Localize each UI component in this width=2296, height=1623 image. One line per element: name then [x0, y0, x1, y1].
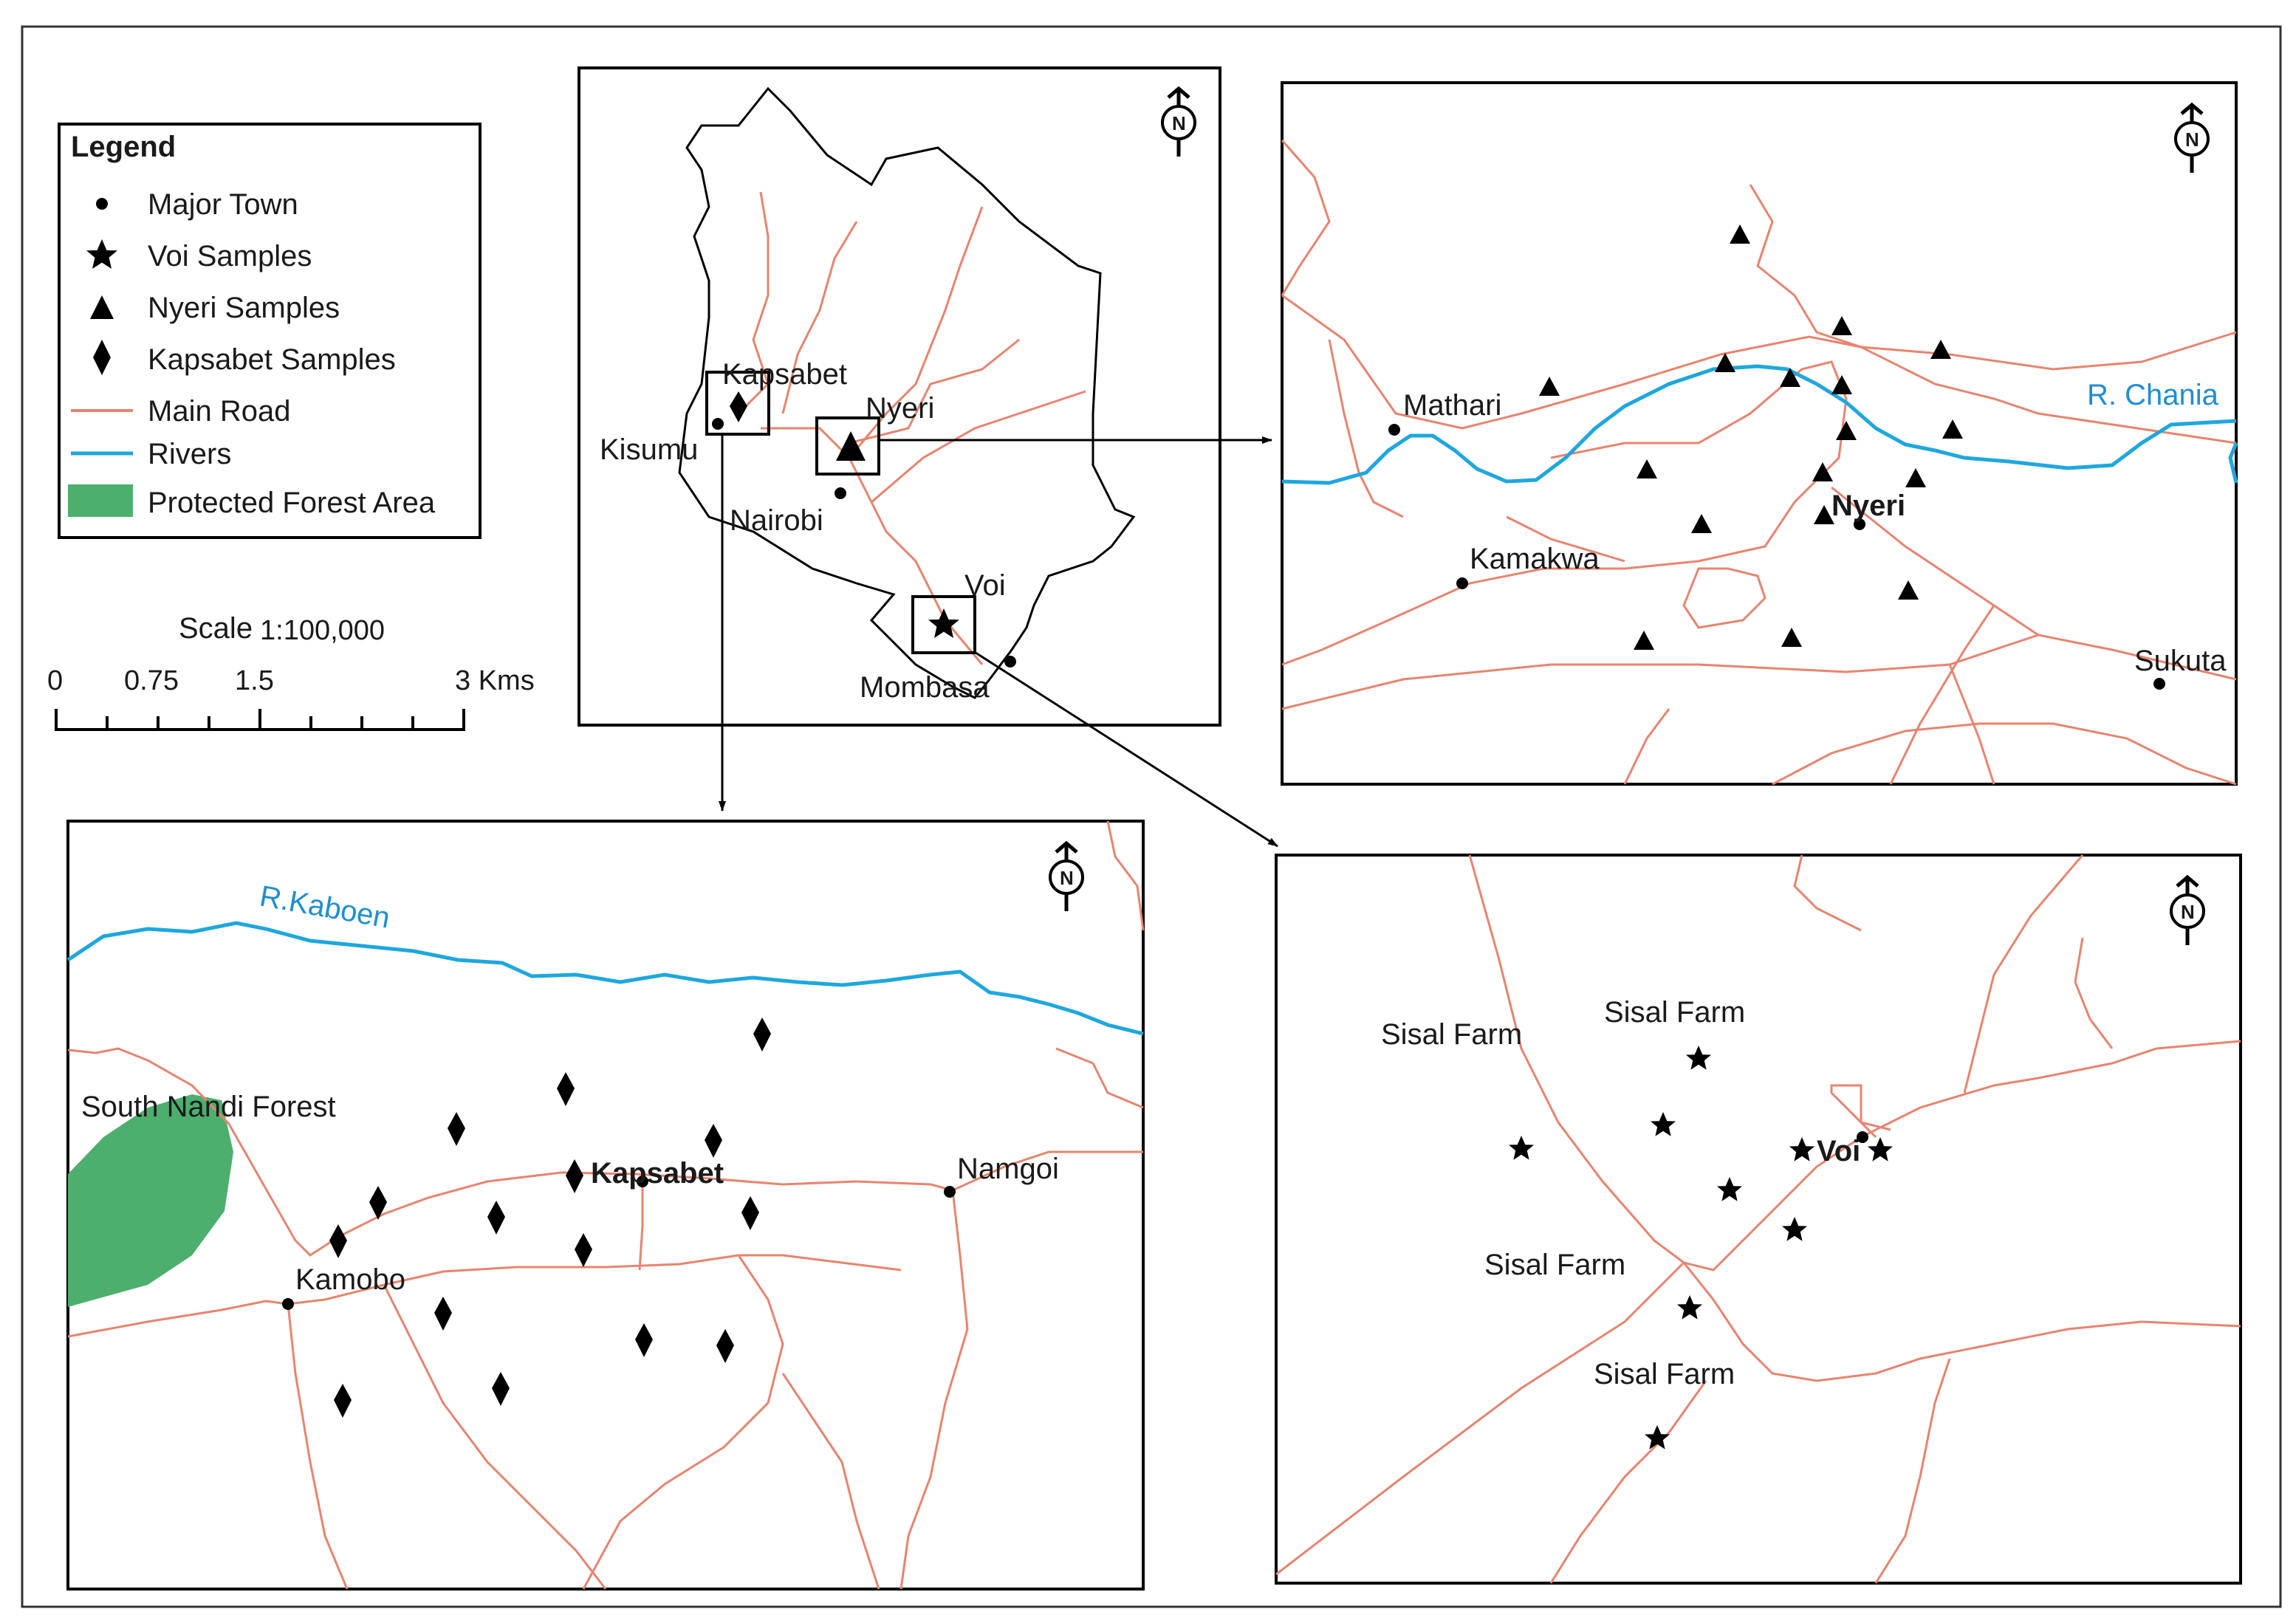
- voi-label-sisal-farm-2: Sisal Farm: [1604, 996, 1745, 1029]
- river-chania: [1281, 364, 2237, 485]
- kapsabet-panel: Kapsabet Namgoi Kamobo South Nandi Fores…: [66, 820, 1145, 1591]
- kapsabet-label-kapsabet: Kapsabet: [591, 1157, 724, 1190]
- river-kaboen: [66, 921, 1144, 1036]
- nyeri-river-label: R. Chania: [2087, 379, 2219, 411]
- scale-tick-0: 0: [47, 665, 63, 696]
- north-label-kapsabet: N: [1060, 867, 1074, 889]
- nyeri-panel: Mathari Kamakwa Nyeri Sukuta R. Chania: [1281, 81, 2238, 786]
- overview-label-kapsabet: Kapsabet: [722, 358, 847, 391]
- legend-item-kapsabet-samples: Kapsabet Samples: [148, 343, 396, 376]
- forest-patch: [68, 1094, 233, 1307]
- legend-item-voi-samples: Voi Samples: [148, 240, 312, 272]
- overview-map: Kapsabet Kisumu Nyeri Nairobi Voi Mombas…: [578, 66, 1221, 727]
- kenya-outline: [678, 86, 1136, 699]
- legend-item-protected-forest: Protected Forest Area: [148, 487, 436, 519]
- kapsabet-label-kamobo: Kamobo: [295, 1263, 405, 1296]
- kapsabet-samples: [329, 1018, 771, 1418]
- north-label-nyeri: N: [2185, 128, 2199, 151]
- scale-bar: Scale 1:100,000 0 0.75 1.5 3 Kms: [47, 612, 535, 731]
- voi-label-sisal-farm-1: Sisal Farm: [1381, 1018, 1522, 1051]
- nyeri-label-nyeri: Nyeri: [1831, 490, 1905, 522]
- diamond-icon: [93, 340, 111, 375]
- north-label-voi: N: [2181, 901, 2195, 923]
- voi-panel: Sisal Farm Sisal Farm Sisal Farm Sisal F…: [1275, 854, 2242, 1585]
- scale-tick-15: 1.5: [235, 665, 274, 696]
- triangle-icon: [90, 295, 114, 319]
- nyeri-label-kamakwa: Kamakwa: [1470, 543, 1600, 575]
- scale-tick-3: 3 Kms: [455, 665, 535, 696]
- scale-ratio: 1:100,000: [260, 615, 385, 646]
- overview-label-nyeri: Nyeri: [866, 392, 934, 425]
- legend-item-main-road: Main Road: [148, 395, 290, 428]
- scale-tick-075: 0.75: [124, 665, 179, 696]
- legend: Legend Major Town Voi Samples Nyeri Samp…: [58, 123, 482, 539]
- north-label-overview: N: [1172, 112, 1186, 134]
- legend-item-rivers: Rivers: [148, 438, 231, 470]
- scale-title: Scale: [179, 612, 253, 645]
- overview-label-kisumu: Kisumu: [600, 433, 698, 466]
- forest-patch-icon: [68, 484, 133, 517]
- overview-label-mombasa: Mombasa: [860, 671, 990, 704]
- voi-label-sisal-farm-3: Sisal Farm: [1484, 1249, 1625, 1281]
- overview-label-voi: Voi: [964, 569, 1006, 602]
- overview-label-nairobi: Nairobi: [730, 504, 823, 537]
- legend-item-nyeri-samples: Nyeri Samples: [148, 292, 340, 324]
- nyeri-label-mathari: Mathari: [1403, 389, 1501, 422]
- nyeri-label-sukuta: Sukuta: [2134, 645, 2227, 677]
- town-dot-icon: [96, 198, 108, 210]
- nyeri-samples: [1539, 224, 1963, 650]
- star-icon: [86, 239, 117, 269]
- voi-label-voi: Voi: [1817, 1135, 1860, 1167]
- legend-title: Legend: [71, 131, 176, 163]
- kapsabet-label-forest: South Nandi Forest: [81, 1091, 336, 1123]
- legend-item-major-town: Major Town: [148, 188, 298, 221]
- kapsabet-label-namgoi: Namgoi: [957, 1153, 1059, 1185]
- voi-label-sisal-farm-4: Sisal Farm: [1594, 1358, 1735, 1390]
- voi-samples: [1509, 1046, 1893, 1449]
